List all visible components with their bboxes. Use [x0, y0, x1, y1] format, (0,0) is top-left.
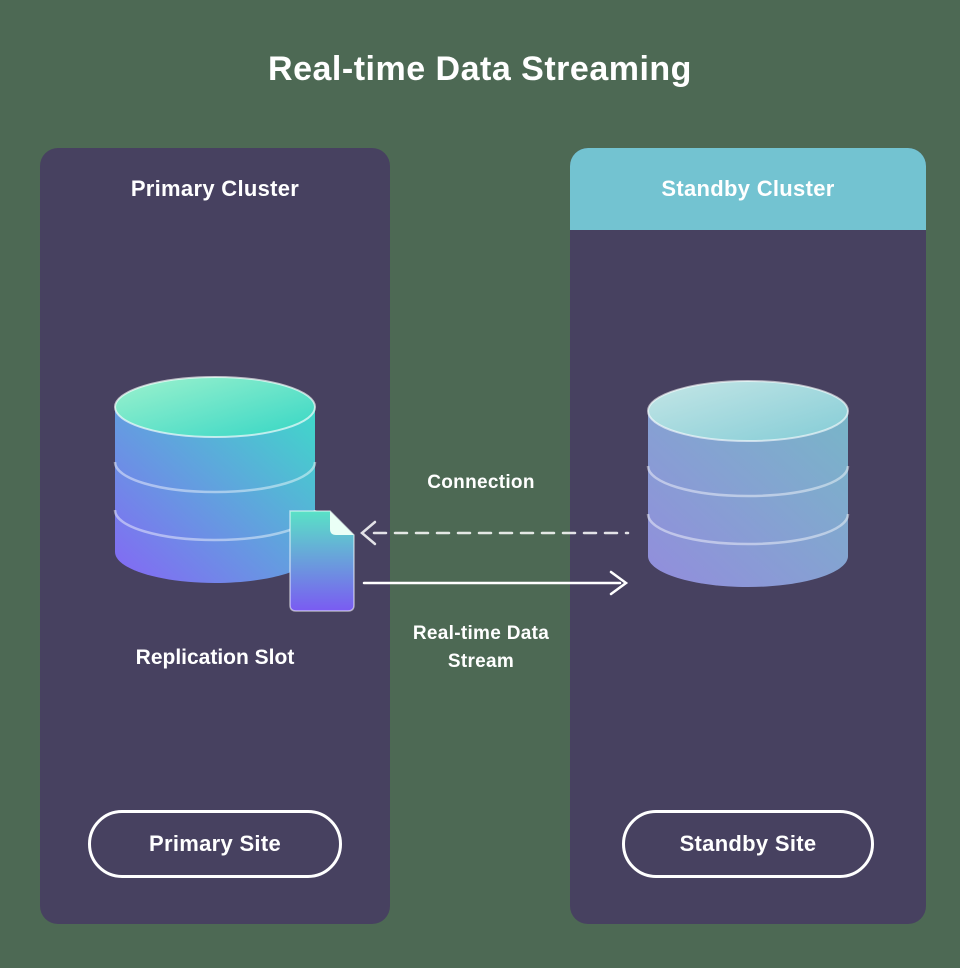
standby-site-badge: Standby Site: [622, 810, 874, 878]
diagram-title: Real-time Data Streaming: [268, 50, 692, 88]
primary-cluster-panel: Primary Cluster: [40, 148, 390, 924]
solid-stream-arrow: [362, 570, 629, 596]
replication-document-icon: [289, 510, 355, 612]
connection-label: Connection: [427, 472, 535, 493]
primary-database-icon: [113, 376, 317, 583]
data-stream-label: Real-time Data Stream: [412, 623, 550, 672]
dashed-connection-arrow: [360, 520, 630, 546]
connection-arrows: [360, 520, 630, 596]
primary-cluster-title: Primary Cluster: [130, 176, 300, 201]
replication-slot-label: Replication Slot: [135, 646, 295, 669]
standby-cluster-title: Standby Cluster: [570, 148, 926, 230]
standby-cluster-panel: Standby Cluster Standby Site: [570, 148, 926, 924]
primary-site-badge: Primary Site: [88, 810, 342, 878]
standby-database-icon: [646, 380, 850, 587]
